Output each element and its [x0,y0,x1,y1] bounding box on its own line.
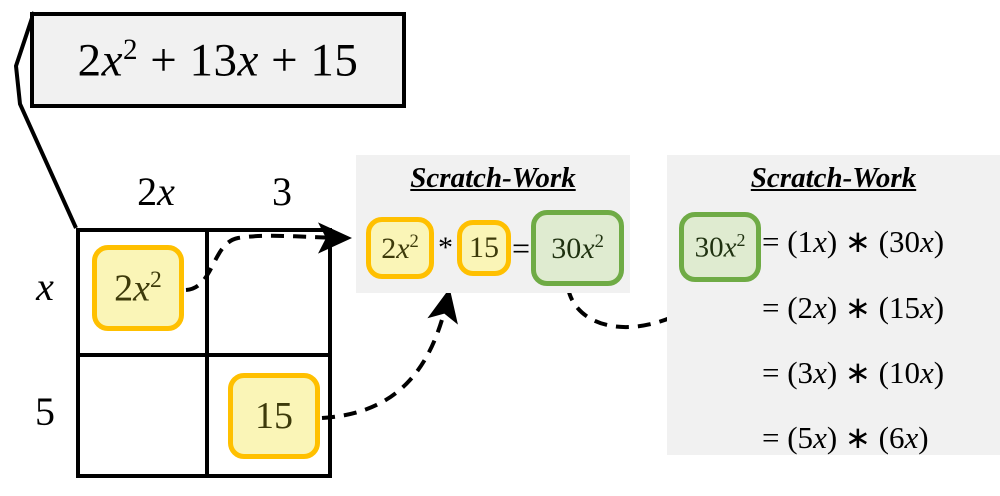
scratch-result-chip[interactable]: 30x2 [531,210,625,286]
grid-column-header-1: 2x [137,169,175,214]
factor-pair-row-4: = (5x) ∗ (6x) [762,420,929,455]
grid-row-header-2: 5 [35,389,55,434]
scratch-multiply-operator: * [438,231,453,264]
scratch-equals-operator: = [512,230,531,266]
factor-pair-row-3: = (3x) ∗ (10x) [762,355,945,390]
scratch-work-1-title: Scratch-Work [410,162,576,194]
scratch-work-2-title: Scratch-Work [750,162,917,194]
factor-pair-row-2: = (2x) ∗ (15x) [762,290,945,325]
scratch-result-value: 30x2 [551,230,604,265]
connector-cell-15-to-scratch [321,288,458,420]
grid-row-header-1: x [36,264,54,309]
grid-cell-bottom-right-value: 15 [255,395,293,437]
grid-cell-top-left-value: 2x2 [114,266,162,310]
grid-cell-bottom-right-chip[interactable]: 15 [228,373,320,459]
expression-box: 2x2 + 13x + 15 [30,12,406,108]
grid-column-header-2: 3 [272,169,292,214]
scratch-operand-b-chip[interactable]: 15 [457,220,511,276]
scratch-work-1-equation: 2x2 * 15 = 30x2 [366,210,625,286]
factor-target-value: 30x2 [694,230,746,264]
scratch-work-panel-2 [667,155,1000,455]
grid-cell-top-left-chip[interactable]: 2x2 [92,245,184,331]
factor-target-chip[interactable]: 30x2 [679,212,761,282]
scratch-operand-b-value: 15 [469,231,499,264]
scratch-operand-a-chip[interactable]: 2x2 [366,217,434,279]
expression-text: 2x2 + 13x + 15 [77,33,359,87]
grid-horizontal-divider [76,353,332,357]
factor-pair-row-1: = (1x) ∗ (30x) [762,224,945,259]
scratch-operand-a-value: 2x2 [381,230,419,265]
